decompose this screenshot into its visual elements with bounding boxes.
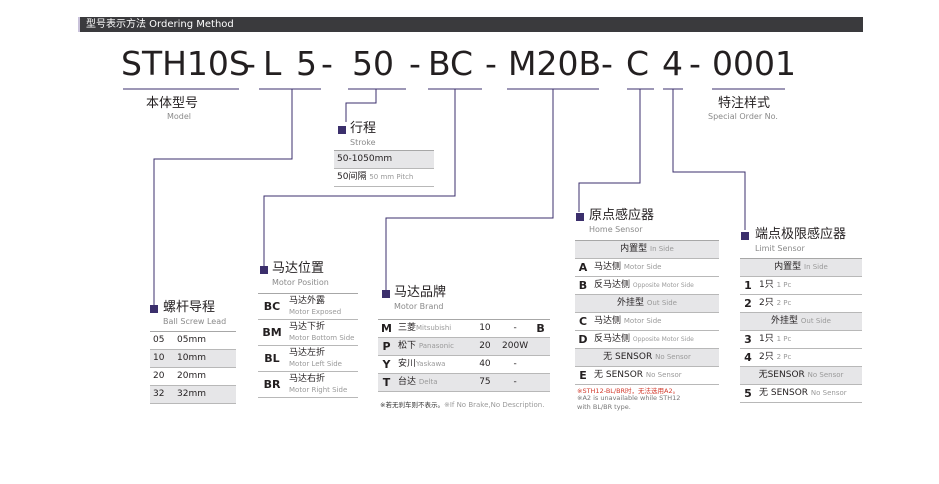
code-sensor-type: L: [263, 44, 282, 83]
motor-brand-marker: [382, 290, 390, 298]
stroke-pitch: 50间隔 50 mm Pitch: [334, 168, 434, 187]
lead-title-en: Ball Screw Lead: [163, 317, 227, 326]
code-limit-sensor: 4: [662, 44, 683, 83]
table-row: 内置型 In Side: [575, 240, 719, 259]
stroke-title-en: Stroke: [350, 138, 376, 147]
code-dash: -: [689, 44, 701, 83]
code-model: STH10S: [121, 44, 250, 83]
code-home-sensor: C: [626, 44, 650, 83]
special-label: 特注样式: [718, 96, 771, 111]
motor-brand-title-en: Motor Brand: [394, 302, 444, 311]
home-sensor-note-cn: ※STH12-BL/BR时，无法选用A2。: [577, 387, 680, 395]
code-dash: -: [244, 44, 256, 83]
code-motor-position: BC: [428, 44, 474, 83]
lead-title: 螺杆导程: [163, 300, 216, 315]
motor-brand-title: 马达品牌: [394, 285, 447, 300]
code-motor-brand: M20B: [508, 44, 602, 83]
header-title: 型号表示方法 Ordering Method: [86, 19, 234, 30]
model-label: 本体型号: [146, 96, 199, 111]
motor-position-title-en: Motor Position: [272, 278, 329, 287]
model-label-en: Model: [167, 112, 192, 121]
code-stroke: 50: [352, 44, 394, 83]
header-accent: [78, 17, 80, 32]
code-special: 0001: [712, 44, 796, 83]
code-dash: -: [321, 44, 333, 83]
limit-sensor-title: 端点极限感应器: [755, 227, 847, 242]
code-lead: 5: [296, 44, 317, 83]
limit-sensor-marker: [741, 232, 749, 240]
code-dash: -: [409, 44, 421, 83]
motor-brand-note: ※若无刹车则不表示。※If No Brake,No Description.: [380, 401, 545, 409]
stroke-range: 50-1050mm: [334, 150, 434, 169]
table-row: 外挂型 Out Side: [575, 294, 719, 313]
lead-marker: [150, 305, 158, 313]
table-row: 内置型 In Side: [740, 258, 862, 277]
limit-sensor-title-en: Limit Sensor: [755, 244, 805, 253]
motor-position-title: 马达位置: [272, 261, 325, 276]
code-dash: -: [601, 44, 613, 83]
header-bar: [78, 17, 863, 32]
table-row: 外挂型 Out Side: [740, 312, 862, 331]
stroke-table: 50-1050mm 50间隔 50 mm Pitch: [334, 150, 434, 187]
code-dash: -: [485, 44, 497, 83]
home-sensor-title-en: Home Sensor: [589, 225, 643, 234]
home-sensor-marker: [576, 213, 584, 221]
home-sensor-note-en1: ※A2 is unavailable while STH12: [577, 394, 681, 402]
stroke-title: 行程: [350, 121, 377, 136]
home-sensor-note-en2: with BL/BR type.: [577, 403, 631, 411]
stroke-marker: [338, 126, 346, 134]
table-row: 无SENSOR No Sensor: [740, 366, 862, 385]
home-sensor-title: 原点感应器: [589, 208, 655, 223]
motor-position-marker: [260, 266, 268, 274]
special-label-en: Special Order No.: [708, 112, 778, 121]
table-row: 无 SENSOR No Sensor: [575, 348, 719, 367]
